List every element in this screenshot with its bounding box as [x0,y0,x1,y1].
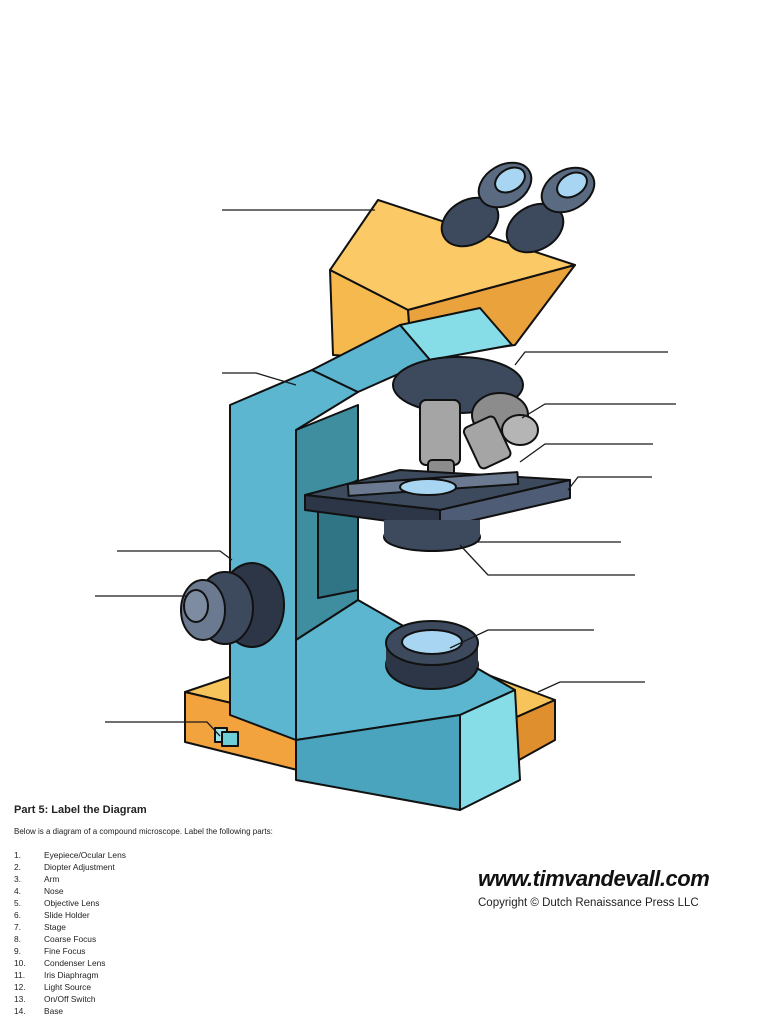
arm [229,369,521,811]
list-item: 13. On/Off Switch [14,993,126,1005]
instructions-text: Below is a diagram of a compound microsc… [14,827,273,836]
leader-line-stage [567,476,652,491]
list-item: 7. Stage [14,921,126,933]
list-item: 1. Eyepiece/Ocular Lens [14,849,126,861]
condenser [383,520,481,552]
leader-line-nose [514,351,668,366]
website-text: www.timvandevall.com [478,866,710,891]
list-item-label: Iris Diaphragm [44,970,99,980]
list-item: 5. Objective Lens [14,897,126,909]
list-item: 6. Slide Holder [14,909,126,921]
list-item-label: Base [44,1006,64,1016]
list-item-number: 10. [14,958,26,968]
light-source [385,620,479,690]
list-item: 11. Iris Diaphragm [14,969,126,981]
list-item-label: Light Source [44,982,92,992]
list-item-number: 9. [14,946,21,956]
list-item-number: 8. [14,934,21,944]
objective-lenses [419,392,539,477]
list-item-label: Condenser Lens [44,958,106,968]
focus-knobs [180,562,285,648]
label-leader-lines [95,209,676,737]
list-item-number: 3. [14,874,21,884]
list-item-number: 1. [14,850,21,860]
list-item: 4. Nose [14,885,126,897]
leader-line-iris [459,544,635,576]
list-item-label: Diopter Adjustment [44,862,115,872]
list-item-label: Objective Lens [44,898,100,908]
leader-line-switch [105,721,221,737]
list-item-label: Coarse Focus [44,934,97,944]
leader-line-light-source [449,629,594,649]
stage [304,469,571,529]
section-title: Part 5: Label the Diagram [14,804,147,816]
list-item-label: Arm [44,874,60,884]
list-item-number: 4. [14,886,21,896]
list-item: 3. Arm [14,873,126,885]
list-item-number: 13. [14,994,26,1004]
leader-line-arm [222,372,297,386]
list-item: 2. Diopter Adjustment [14,861,126,873]
list-item: 8. Coarse Focus [14,933,126,945]
list-item-number: 6. [14,910,21,920]
list-item: 10. Condenser Lens [14,957,126,969]
list-item-label: Nose [44,886,64,896]
list-item-number: 12. [14,982,26,992]
leader-line-base [537,681,645,693]
list-item-label: Stage [44,922,66,932]
list-item: 14. Base [14,1005,126,1017]
list-item-number: 2. [14,862,21,872]
list-item-label: Eyepiece/Ocular Lens [44,850,126,860]
eyepieces [440,161,596,254]
microscope-illustration [180,161,596,811]
list-item-number: 5. [14,898,21,908]
leader-line-slide-holder [519,443,653,463]
list-item: 9. Fine Focus [14,945,126,957]
list-item-label: Slide Holder [44,910,90,920]
leader-line-coarse-focus [117,550,233,561]
leader-line-objective [521,403,676,419]
list-item-number: 11. [14,970,26,980]
list-item-label: Fine Focus [44,946,86,956]
list-item-number: 14. [14,1006,26,1016]
list-item-number: 7. [14,922,21,932]
parts-list: 1. Eyepiece/Ocular Lens 2. Diopter Adjustme… [14,849,126,1017]
list-item: 12. Light Source [14,981,126,993]
copyright-text: Copyright © Dutch Renaissance Press LLC [478,897,699,909]
list-item-label: On/Off Switch [44,994,96,1004]
